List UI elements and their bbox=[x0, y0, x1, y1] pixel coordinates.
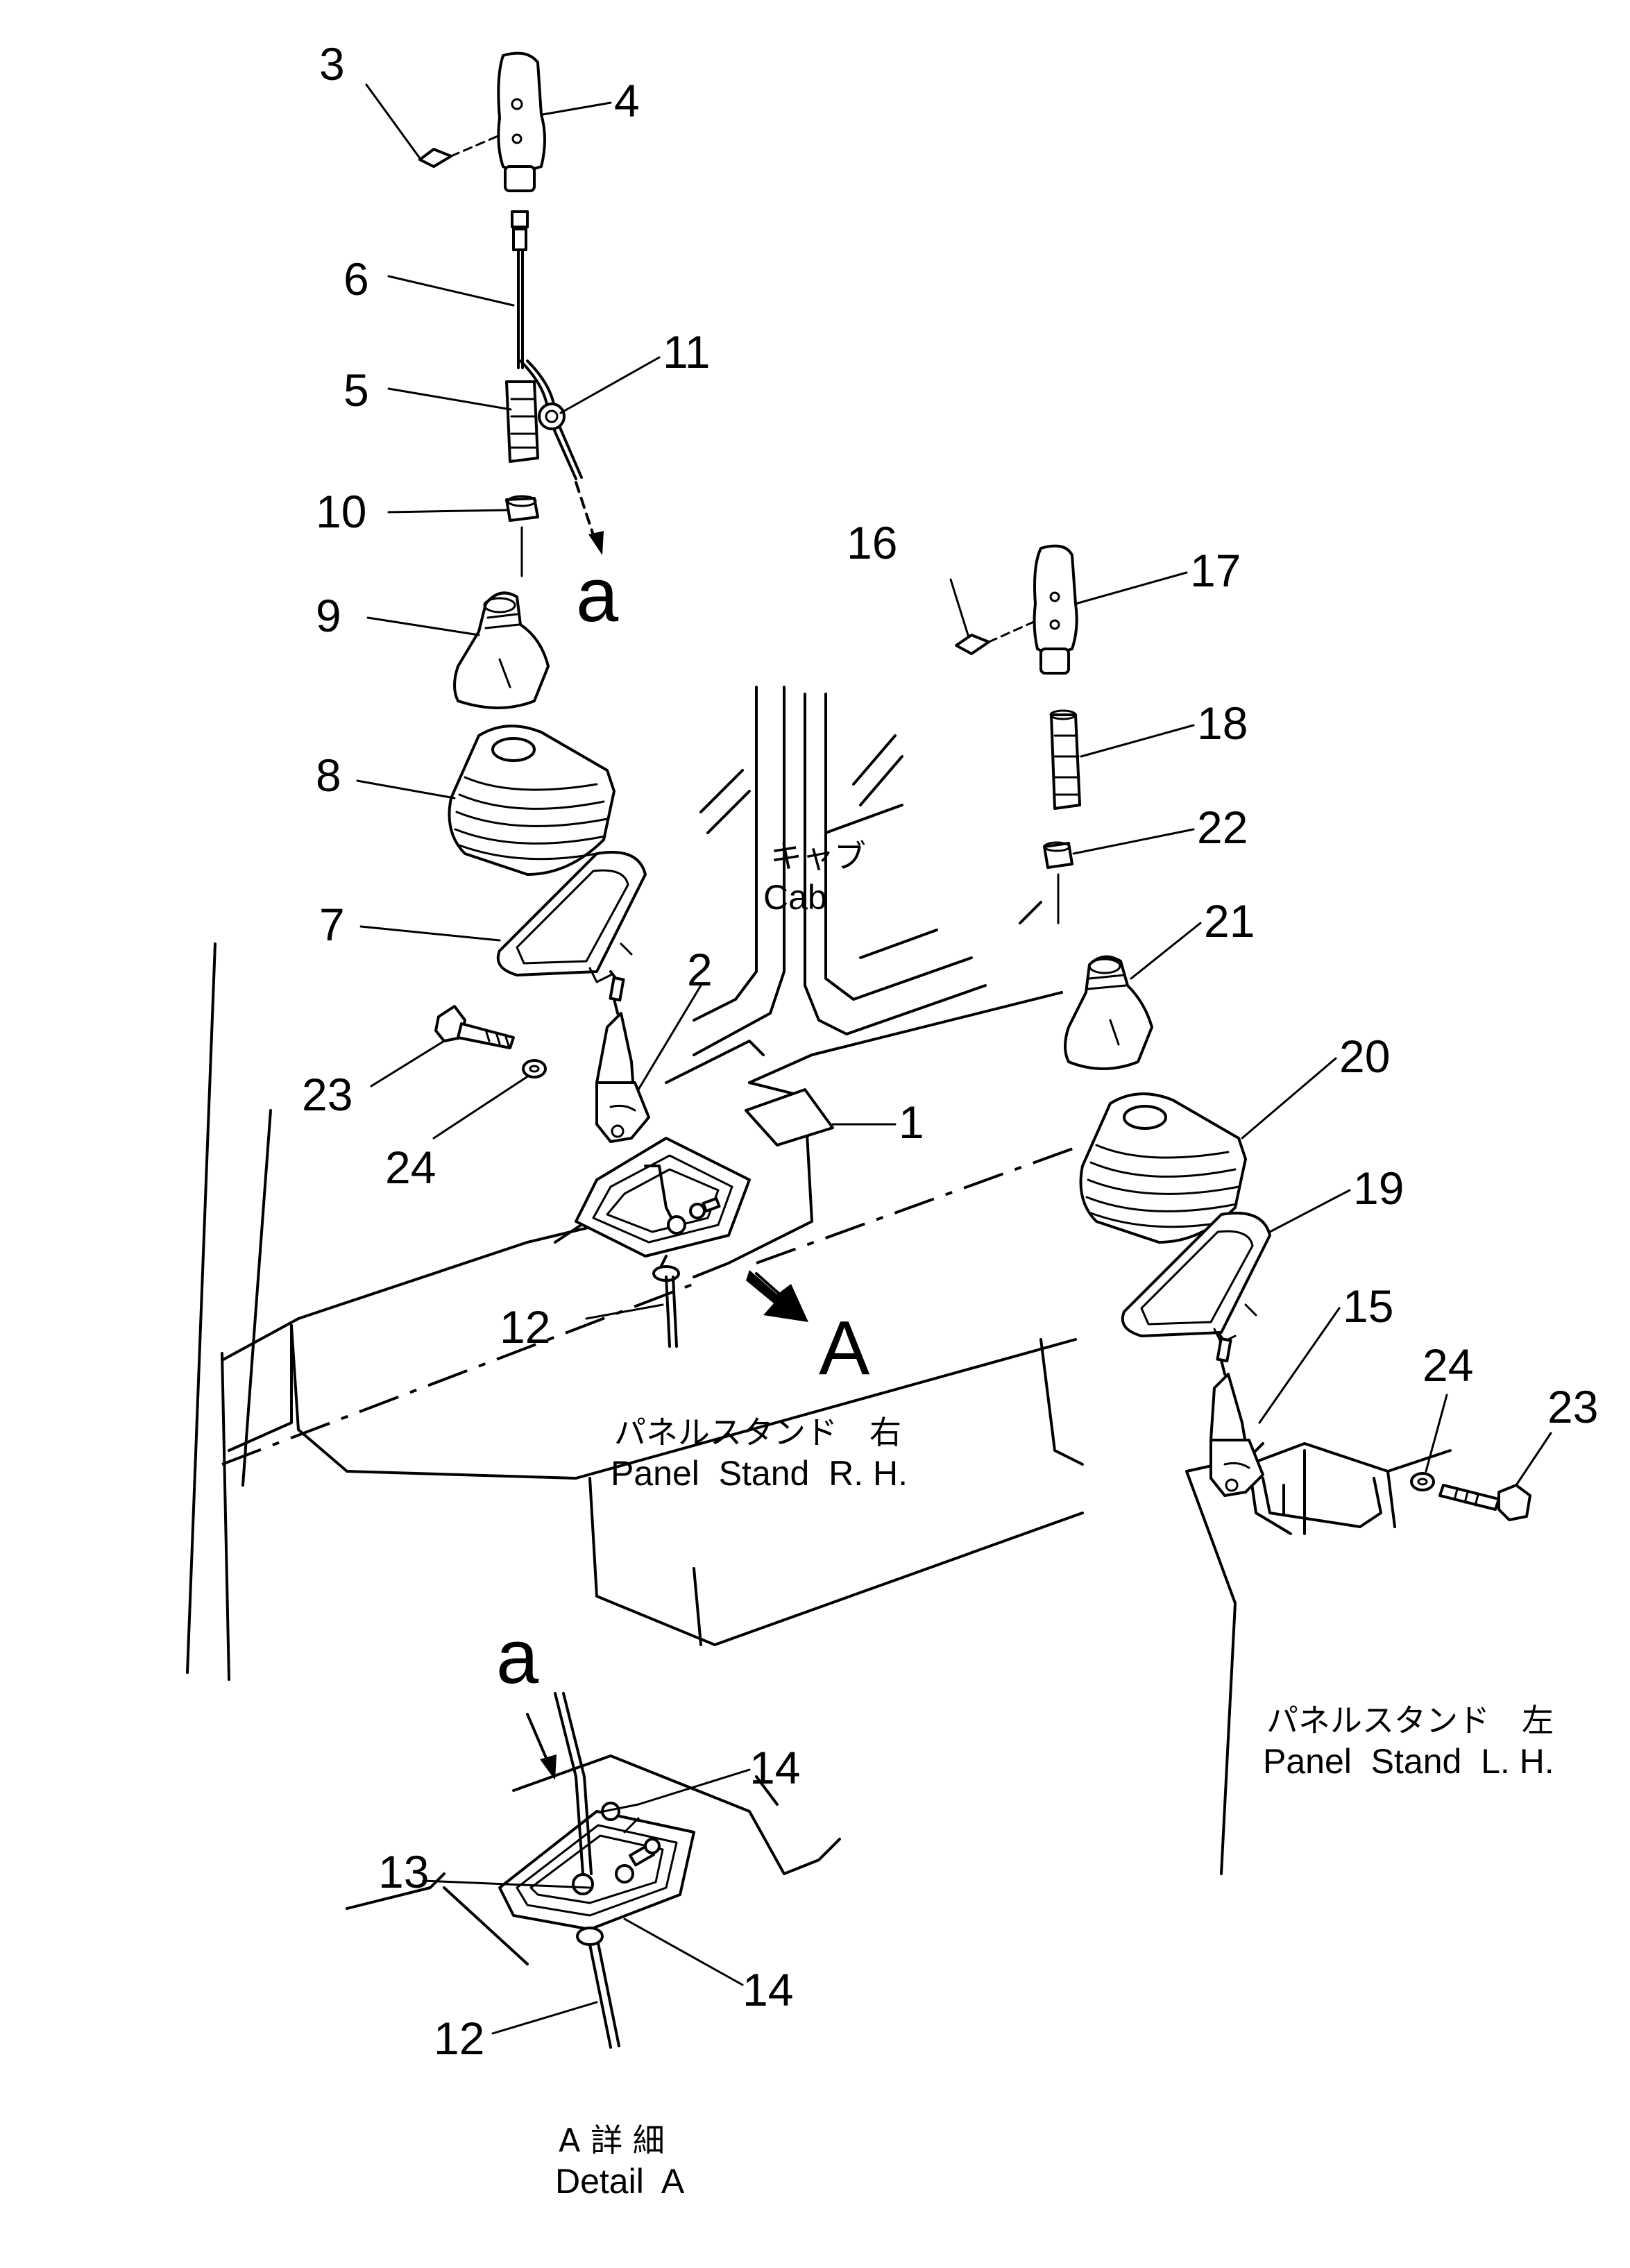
part-8-boot bbox=[448, 725, 616, 876]
callout-20: 20 bbox=[1339, 1031, 1390, 1082]
detail-a-drawing bbox=[346, 1692, 841, 2049]
part-22-nut bbox=[1043, 841, 1073, 924]
part-18-tube bbox=[1049, 709, 1081, 810]
callout-23-lh: 23 bbox=[1547, 1381, 1598, 1432]
callout-14-bottom: 14 bbox=[742, 1964, 793, 2015]
part-19-frame bbox=[1121, 1212, 1271, 1344]
part-11-clip bbox=[538, 403, 566, 430]
arrow-a-bottom bbox=[526, 1713, 557, 1780]
part-15-lever bbox=[1209, 1331, 1264, 1497]
callout-16: 16 bbox=[847, 517, 897, 568]
callout-23: 23 bbox=[302, 1069, 353, 1120]
panel-stand-rh-outline bbox=[186, 942, 1084, 1681]
callout-13: 13 bbox=[378, 1846, 429, 1897]
callout-21: 21 bbox=[1204, 895, 1255, 947]
panel-stand-lh-jp: パネルスタンド 左 bbox=[1266, 1702, 1554, 1739]
markers: a a A bbox=[496, 552, 870, 1700]
marker-a-bottom: a bbox=[496, 1614, 539, 1700]
callout-18: 18 bbox=[1197, 697, 1248, 749]
panel-stand-rh-en: Panel Stand R. H. bbox=[611, 1454, 908, 1493]
callout-3: 3 bbox=[319, 38, 345, 90]
part-10-nut bbox=[505, 495, 539, 577]
callout-22: 22 bbox=[1197, 802, 1248, 853]
callout-11: 11 bbox=[663, 326, 711, 378]
part-23-bolt bbox=[434, 1005, 515, 1049]
callout-numbers: 3 4 6 11 5 10 9 8 7 2 23 1 24 12 16 17 1… bbox=[302, 38, 1598, 2064]
marker-a-top: a bbox=[576, 552, 619, 638]
marker-view-A: A bbox=[819, 1305, 870, 1391]
part-24b-washer bbox=[1410, 1472, 1435, 1491]
panel-stand-rh-jp: パネルスタンド 右 bbox=[614, 1414, 901, 1451]
callout-9: 9 bbox=[316, 590, 341, 641]
cab-outline bbox=[665, 686, 1042, 1084]
part-5-tube bbox=[505, 359, 583, 480]
callout-8: 8 bbox=[316, 750, 341, 801]
part-21-boot bbox=[1064, 955, 1153, 1070]
callout-10: 10 bbox=[316, 486, 366, 537]
callout-24: 24 bbox=[385, 1142, 436, 1193]
captions: キャブ Cab パネルスタンド 右 Panel Stand R. H. パネルス… bbox=[555, 838, 1554, 2201]
part-3-screw bbox=[418, 134, 501, 168]
part-4-knob bbox=[497, 51, 546, 192]
callout-12: 12 bbox=[500, 1301, 550, 1353]
part-17-knob bbox=[1033, 544, 1078, 675]
callout-1: 1 bbox=[899, 1097, 924, 1148]
panel-stand-lh-outline bbox=[1185, 1442, 1452, 1875]
callout-4: 4 bbox=[614, 75, 640, 126]
arrow-view-A bbox=[746, 1270, 808, 1322]
arrow-a-top bbox=[575, 481, 604, 555]
leader-lines bbox=[356, 83, 1552, 2035]
detail-a-jp: A 詳 細 bbox=[559, 2122, 665, 2159]
callout-7: 7 bbox=[319, 899, 345, 950]
callout-2: 2 bbox=[687, 944, 713, 995]
part-16-screw bbox=[955, 620, 1037, 655]
callout-24-lh: 24 bbox=[1423, 1339, 1473, 1391]
part-9-boot bbox=[453, 591, 550, 709]
detail-a-en: Detail A bbox=[555, 2162, 685, 2201]
callout-6: 6 bbox=[343, 253, 369, 305]
panel-stand-lh-en: Panel Stand L. H. bbox=[1263, 1742, 1554, 1781]
part-24-washer bbox=[522, 1059, 547, 1078]
part-1-plate bbox=[745, 1088, 834, 1146]
cab-label-jp: キャブ bbox=[770, 838, 866, 875]
callout-5: 5 bbox=[343, 364, 369, 416]
callout-19: 19 bbox=[1353, 1162, 1404, 1214]
callout-15: 15 bbox=[1343, 1280, 1393, 1332]
part-7-frame bbox=[496, 851, 647, 983]
part-23b-bolt bbox=[1438, 1484, 1531, 1521]
lever-base-rh bbox=[575, 1137, 751, 1348]
cab-label-en: Cab bbox=[763, 878, 827, 917]
part-6-rod bbox=[511, 210, 529, 369]
callout-14-top: 14 bbox=[749, 1742, 800, 1793]
callout-12-detail: 12 bbox=[434, 2013, 484, 2064]
part-2-lever bbox=[595, 970, 650, 1143]
callout-17: 17 bbox=[1190, 545, 1241, 596]
